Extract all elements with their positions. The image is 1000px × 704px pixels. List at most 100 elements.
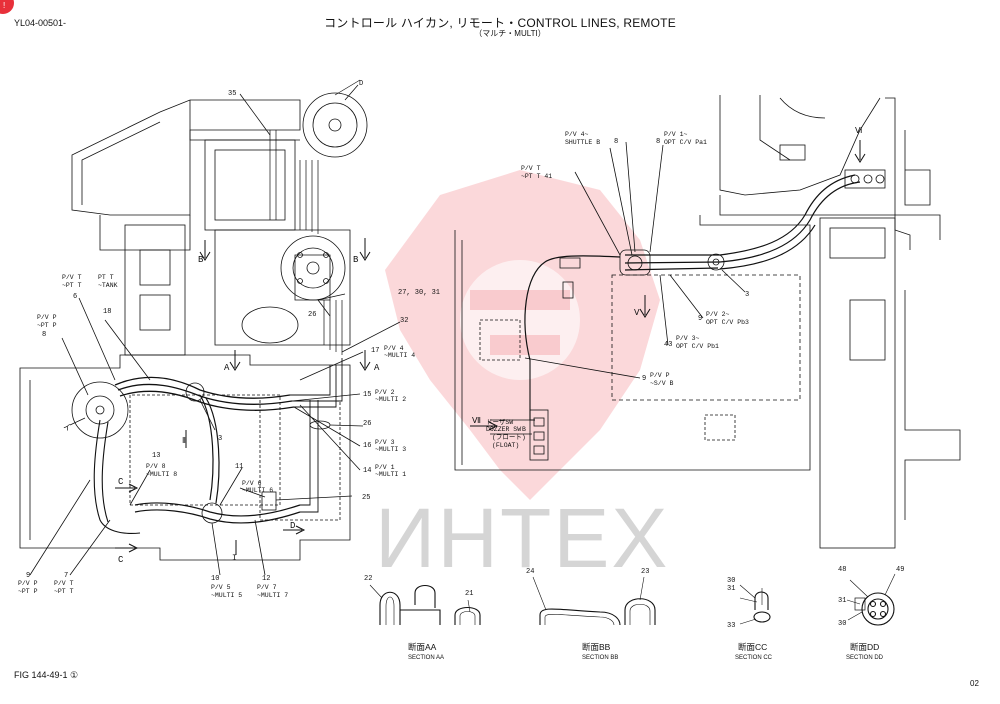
label-dozer-5: B	[522, 426, 526, 433]
label-dozer-4: (FLOAT)	[492, 442, 519, 449]
label-dozer-1: ドーザSW	[486, 418, 513, 426]
callout-roman-2: Ⅱ	[182, 437, 186, 446]
callout-9-right-b: 9	[642, 375, 646, 383]
callout-roman-7: Ⅶ	[472, 417, 481, 426]
sec-dd-part-4: 30	[838, 620, 846, 628]
right-callouts: P/V 4~ SHUTTLE B 8 P/V 1~ OPT C/V Pa1 8 …	[472, 127, 862, 449]
sec-dd-part-3: 31	[838, 597, 846, 605]
callout-26-top: 26	[308, 311, 316, 319]
callout-b-right: B	[353, 255, 359, 265]
watermark-text: ИНТЕХ	[375, 491, 670, 585]
callout-9-right-a: 9	[698, 315, 702, 323]
label-multi7-2: ~MULTI 7	[257, 592, 288, 599]
label-multi7-1: P/V 7	[257, 584, 277, 591]
callout-b-left: B	[198, 255, 204, 265]
callout-roman-5: Ⅴ	[634, 309, 640, 318]
right-machine-view	[454, 95, 961, 549]
sec-bb-jp: 断面BB	[582, 642, 611, 652]
callout-c-top: C	[118, 477, 124, 487]
drawing-code: YL04-00501-	[14, 18, 67, 28]
label-pb1-1: P/V 3~	[676, 335, 700, 342]
callout-32: 32	[400, 317, 408, 325]
label-multi2-1: P/V 2	[375, 389, 395, 396]
label-multi1-2: ~MULTI 1	[375, 471, 406, 478]
callout-10: 10	[211, 575, 219, 583]
callout-11: 11	[235, 463, 243, 471]
label-multi5-1: P/V 5	[211, 584, 231, 591]
label-pvp-1: P/V P	[37, 314, 57, 321]
label-multi3-2: ~MULTI 3	[375, 446, 406, 453]
callout-25: 25	[362, 494, 370, 502]
callout-43: 43	[664, 341, 672, 349]
page-subtitle: （マルチ・MULTI）	[474, 29, 546, 38]
callout-8-left: 8	[42, 331, 46, 339]
label-b9-2: ~PT P	[18, 588, 38, 595]
callout-17: 17	[371, 347, 379, 355]
label-multi4-2: ~MULTI 4	[384, 352, 415, 359]
sec-aa-part-1: 22	[364, 575, 372, 583]
sec-cc-jp: 断面CC	[738, 642, 767, 652]
label-pb3-1: P/V 2~	[706, 311, 730, 318]
label-b7-1: P/V T	[54, 580, 74, 587]
callout-6: 6	[73, 293, 77, 301]
label-ptt-1: PT T	[98, 274, 114, 281]
label-pvt41-1: P/V T	[521, 165, 541, 172]
callout-7: 7	[64, 572, 68, 580]
sec-bb-part-1: 24	[526, 568, 534, 576]
callout-3-left: 3	[218, 435, 222, 443]
page-number: 02	[970, 679, 979, 688]
callout-3-right: 3	[745, 291, 749, 299]
callout-8-right-b: 8	[656, 138, 660, 146]
label-dozer-3: (フロート)	[492, 433, 526, 441]
label-multi4-1: P/V 4	[384, 345, 404, 352]
label-multi5-2: ~MULTI 5	[211, 592, 242, 599]
callout-a-left: A	[224, 363, 230, 373]
label-pb1-2: OPT C/V Pb1	[676, 343, 719, 350]
callout-15: 15	[363, 391, 371, 399]
label-b9-1: P/V P	[18, 580, 38, 587]
figure-number: FIG 144-49-1 ①	[14, 670, 79, 680]
callout-8-right-a: 8	[614, 138, 618, 146]
sec-aa-jp: 断面AA	[408, 642, 437, 652]
label-multi1-1: P/V 1	[375, 464, 395, 471]
callout-14: 14	[363, 467, 371, 475]
callout-i-lower: I	[232, 554, 237, 563]
label-multi2-2: ~MULTI 2	[375, 396, 406, 403]
label-multi8-1: P/V 8	[146, 463, 166, 470]
section-views	[369, 573, 896, 626]
callout-d-lower: D	[290, 521, 295, 531]
label-multi6-1: P/V 6	[242, 480, 262, 487]
label-svb-2: ~S/V B	[650, 380, 674, 387]
sec-cc-part-1: 30	[727, 577, 735, 585]
label-pvp-2: ~PT P	[37, 322, 57, 329]
label-multi3-1: P/V 3	[375, 439, 395, 446]
label-b7-2: ~PT T	[54, 588, 74, 595]
sec-bb-en: SECTION BB	[582, 655, 618, 661]
watermark-logo	[385, 170, 660, 500]
label-multi8-2: ~MULTI 8	[146, 471, 177, 478]
callout-27-30-31: 27, 30, 31	[398, 289, 440, 297]
label-dozer-2: DOZZER SW	[486, 426, 521, 433]
callout-roman-6: Ⅵ	[855, 127, 862, 136]
label-pvt-1: P/V T	[62, 274, 82, 281]
callout-16: 16	[363, 442, 371, 450]
page-title: コントロール ハイカン, リモート・CONTROL LINES, REMOTE	[324, 16, 676, 30]
sec-dd-part-2: 49	[896, 566, 904, 574]
callout-a-right: A	[374, 363, 380, 373]
callout-9-bottom: 9	[26, 572, 30, 580]
sec-cc-part-2: 31	[727, 585, 735, 593]
callout-35: 35	[228, 90, 236, 98]
sec-dd-part-1: 48	[838, 566, 846, 574]
section-labels: 22 21 断面AA SECTION AA 24 23 断面BB SECTION…	[364, 566, 904, 661]
label-shuttle-1: P/V 4~	[565, 131, 589, 138]
left-callouts: 35 D B B 27, 30, 31 26 32 P/V T ~PT T PT…	[18, 80, 440, 599]
callout-18: 18	[103, 308, 111, 316]
sec-aa-part-2: 21	[465, 590, 473, 598]
sec-bb-part-2: 23	[641, 568, 649, 576]
label-shuttle-2: SHUTTLE B	[565, 139, 600, 146]
sec-aa-en: SECTION AA	[408, 655, 444, 661]
callout-i: イ	[63, 424, 71, 433]
label-ptt-2: ~TANK	[98, 282, 118, 289]
callout-c-bottom: C	[118, 555, 124, 565]
